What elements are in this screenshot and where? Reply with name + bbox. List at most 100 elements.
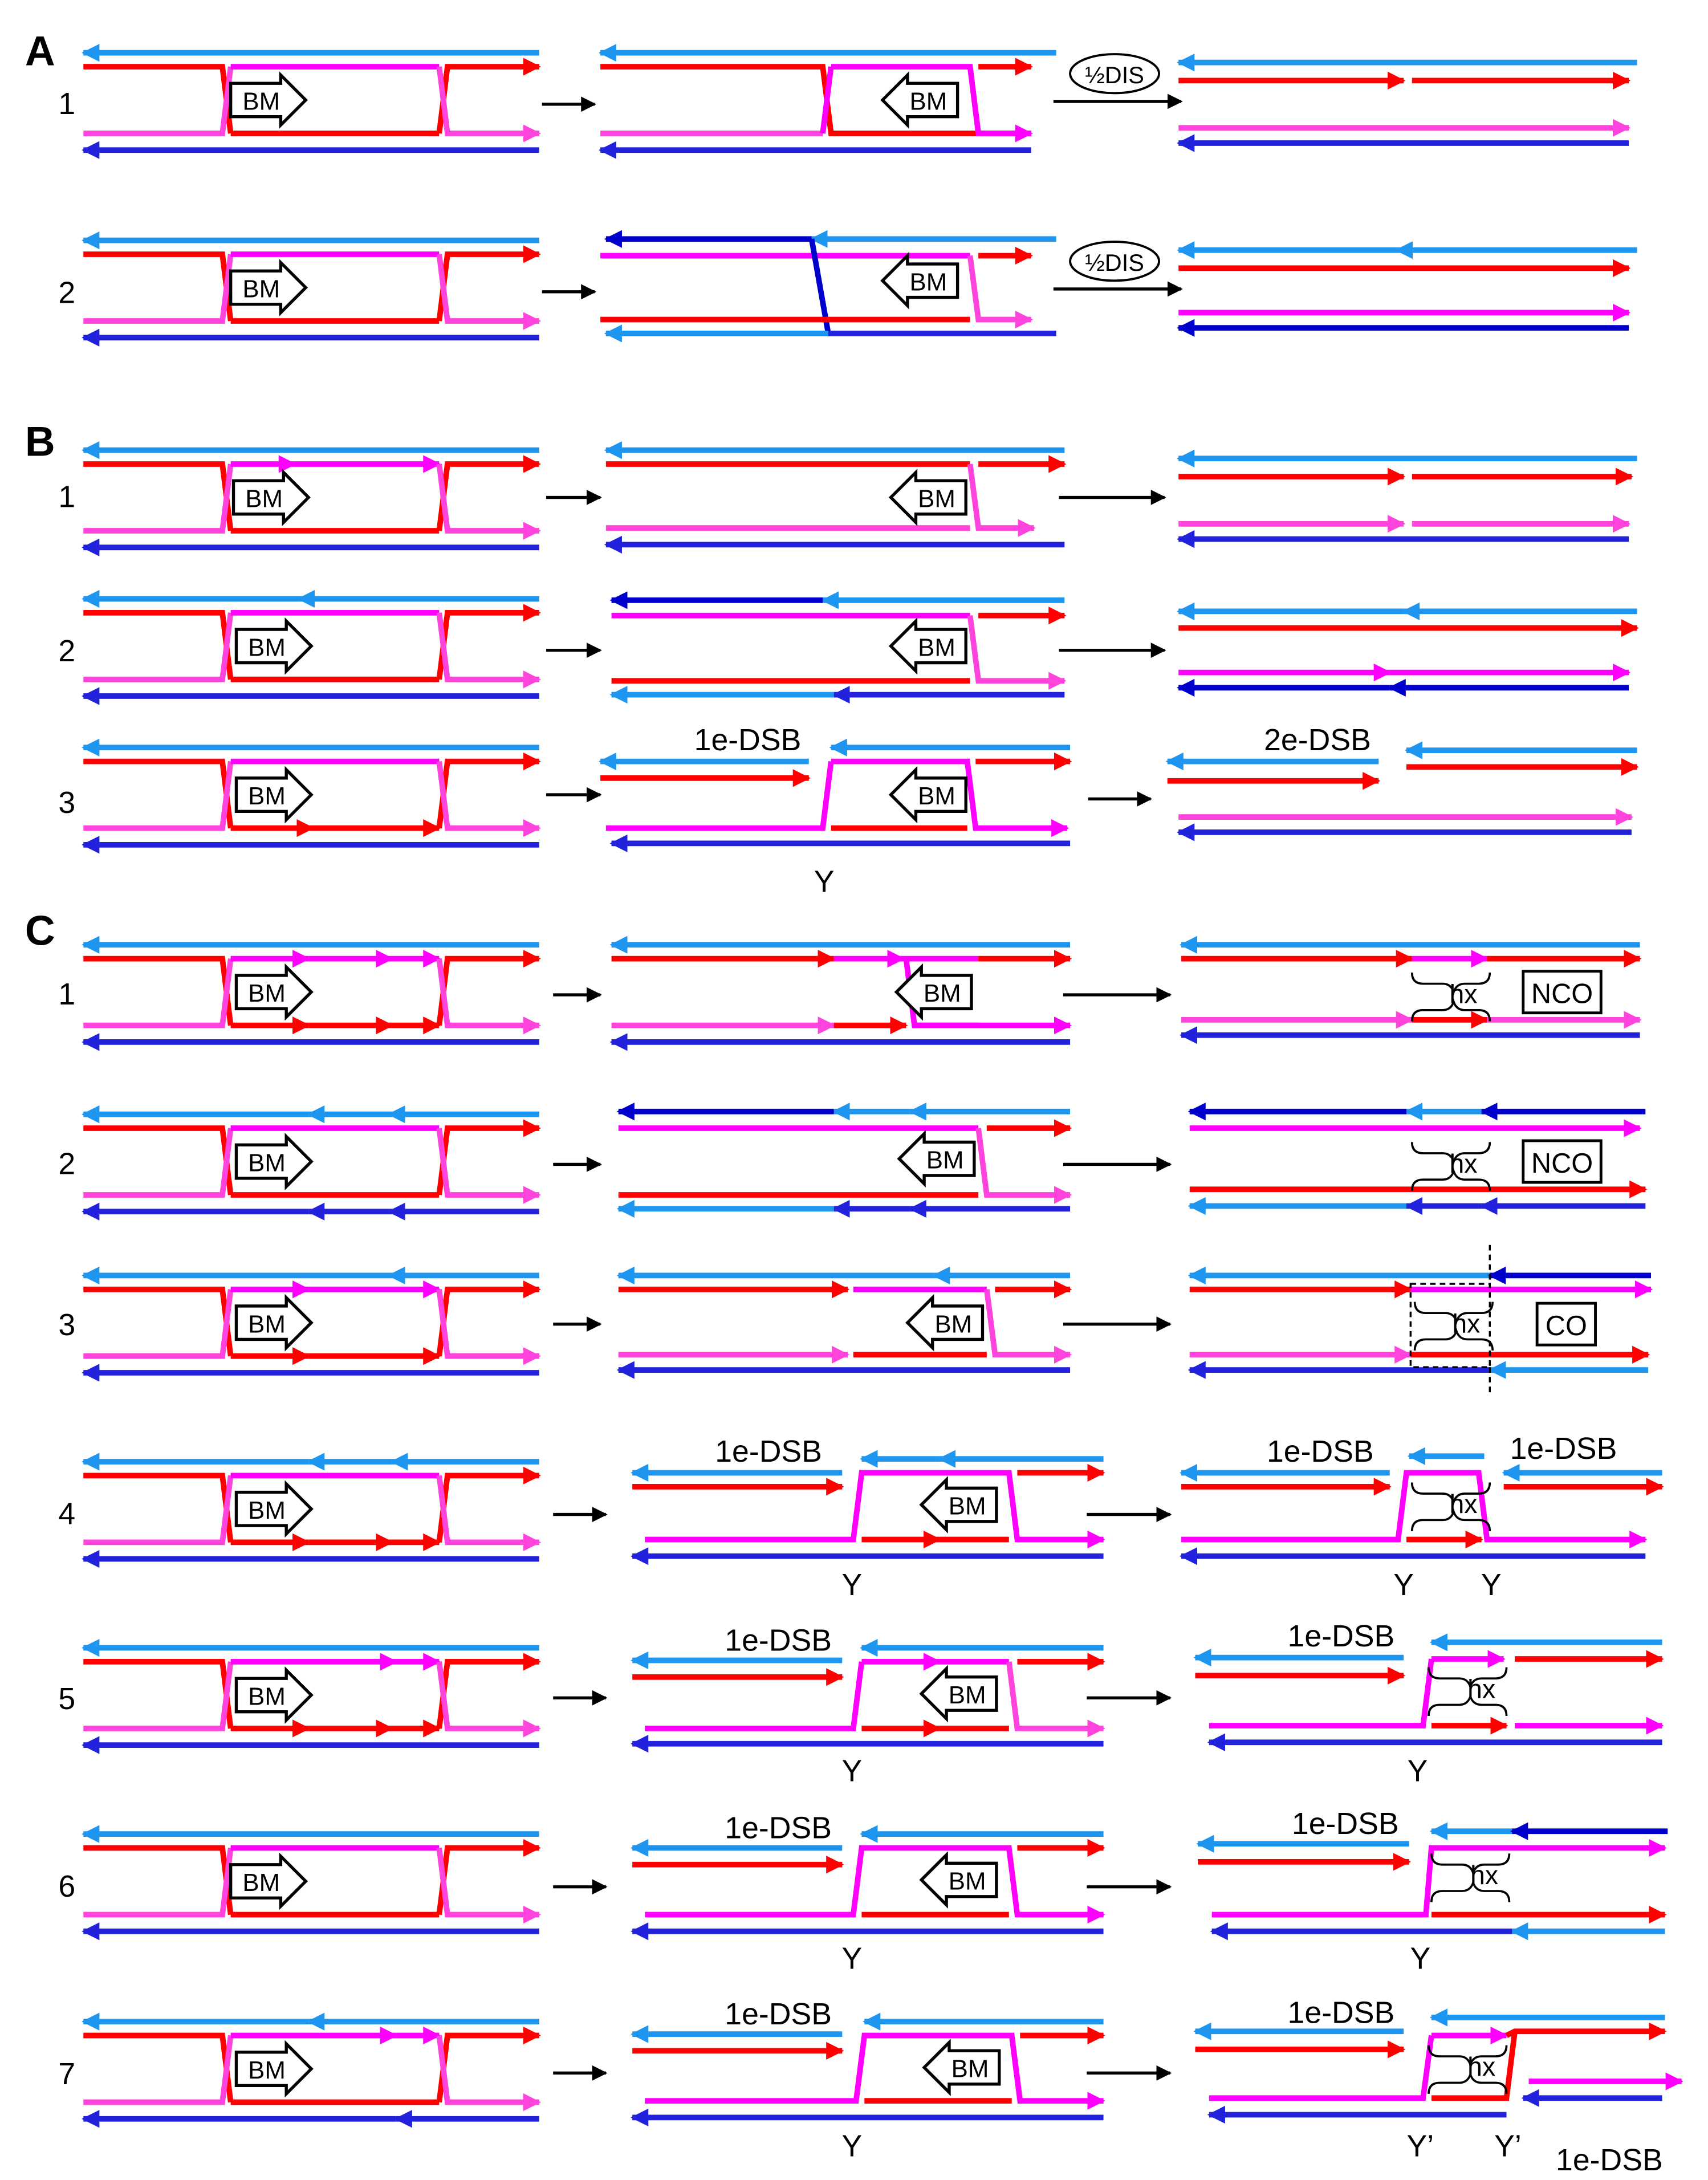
- strand-path: [967, 463, 1036, 537]
- y-label: Y: [1481, 1568, 1502, 1602]
- row-number-b1: 1: [58, 480, 75, 514]
- strand-path: [83, 1128, 234, 1198]
- hx-label: hx: [1449, 979, 1477, 1009]
- hollow-arrow-icon: BM: [231, 469, 311, 526]
- heteroduplex-marks: [1410, 972, 1511, 2094]
- hollow-arrow-icon: BM: [905, 1294, 985, 1352]
- strand-path: [83, 1847, 234, 1918]
- strand-path: [83, 1289, 234, 1359]
- strand-path: [436, 1475, 541, 1551]
- bm-label: BM: [918, 633, 955, 661]
- strand-path: [975, 1128, 1072, 1204]
- hx-label: hx: [1449, 1149, 1477, 1178]
- row-number-c5: 5: [58, 1682, 75, 1716]
- dsb-label: 1e-DSB: [694, 723, 802, 757]
- hx-labels: hx hx hx hx hx hx hx: [1449, 979, 1498, 2082]
- hollow-arrow-icon: BM: [234, 963, 314, 1021]
- y-label: Y: [1393, 1568, 1414, 1602]
- strand-path: [436, 1847, 541, 1924]
- dsb-labels: 1e-DSB 2e-DSB 1e-DSB 1e-DSB 1e-DSB 1e-DS…: [694, 723, 1663, 2177]
- strand-path: [83, 758, 234, 829]
- strand-path: [1211, 1839, 1667, 1918]
- dna-strands: [82, 44, 1683, 2128]
- row-number-a2: 2: [58, 275, 75, 310]
- strand-path: [436, 254, 541, 330]
- strand-path: [1209, 1658, 1434, 1728]
- strand-path: [831, 64, 1033, 143]
- half-dis-label: ½DIS: [1085, 249, 1144, 276]
- strand-path: [645, 2032, 1105, 2110]
- row-number-c2: 2: [58, 1146, 75, 1181]
- strand-path: [83, 760, 234, 831]
- strand-path: [83, 66, 234, 136]
- hollow-arrow-icon: BM: [922, 2039, 1001, 2096]
- strand-path: [436, 2035, 541, 2112]
- bm-label: BM: [918, 782, 955, 810]
- hollow-arrow-icon: BM: [234, 1480, 314, 1538]
- strand-path: [1431, 2031, 1518, 2101]
- strand-path: [436, 245, 541, 322]
- hx-label: hx: [1452, 1308, 1480, 1338]
- bm-label: BM: [951, 2055, 989, 2083]
- strand-path: [600, 64, 1031, 136]
- hollow-arrow-icon: BM: [919, 1851, 998, 1909]
- dsb-label: 1e-DSB: [1267, 1434, 1374, 1469]
- bm-label: BM: [949, 1492, 986, 1520]
- branch-migration-arrows: BM BM BM BM BM BM BM BM BM BM BM BM BM BM BM BM BM BM BM BM…: [229, 71, 1001, 2098]
- bm-label: BM: [248, 2056, 286, 2084]
- bm-label: BM: [248, 633, 286, 661]
- bm-label: BM: [248, 1149, 286, 1177]
- row-number-c3: 3: [58, 1308, 75, 1342]
- dsb-label: 1e-DSB: [1288, 1619, 1395, 1653]
- row-number-c6: 6: [58, 1869, 75, 1904]
- strand-path: [605, 760, 834, 831]
- y-label: Y: [841, 1754, 862, 1788]
- nco-label: NCO: [1531, 1148, 1593, 1179]
- strand-path: [436, 1839, 541, 1915]
- bm-label: BM: [242, 88, 280, 116]
- strand-path: [436, 958, 541, 1035]
- strand-path: [831, 758, 1069, 837]
- half-dissolution-badge: ½DIS: [1069, 241, 1161, 282]
- hx-label: hx: [1470, 1860, 1498, 1890]
- strand-path: [436, 604, 541, 680]
- strand-path: [83, 1125, 234, 1195]
- strand-path: [83, 1659, 234, 1729]
- hollow-arrow-icon: BM: [229, 259, 308, 316]
- hollow-arrow-icon: BM: [234, 766, 314, 824]
- strand-path: [83, 1473, 234, 1543]
- dsb-label: 1e-DSB: [1292, 1807, 1399, 1841]
- dsb-label: 1e-DSB: [1556, 2143, 1663, 2177]
- y-label: Y: [814, 865, 835, 899]
- strand-path: [645, 1661, 865, 1731]
- hollow-arrow-icon: BM: [234, 1294, 314, 1352]
- row-number-c1: 1: [58, 977, 75, 1011]
- strand-path: [83, 461, 234, 531]
- strand-path: [436, 760, 541, 837]
- hollow-arrow-icon: BM: [234, 1666, 314, 1724]
- hollow-arrow-icon: BM: [229, 71, 308, 129]
- bm-label: BM: [934, 1310, 972, 1338]
- hollow-arrow-icon: BM: [897, 1130, 976, 1187]
- dsb-label: 1e-DSB: [1288, 1996, 1395, 2030]
- strand-path: [83, 1286, 234, 1357]
- half-dis-label: ½DIS: [1085, 62, 1144, 88]
- strand-path: [83, 612, 234, 682]
- dsb-label: 1e-DSB: [725, 1997, 832, 2031]
- bm-label: BM: [926, 1146, 964, 1174]
- y-prime-label: Y’: [1407, 2129, 1434, 2163]
- strand-path: [83, 1475, 234, 1545]
- strand-path: [83, 1661, 234, 1731]
- strand-path: [436, 1661, 541, 1738]
- bm-label: BM: [242, 275, 280, 303]
- strand-path: [83, 251, 234, 322]
- strand-path: [436, 752, 541, 829]
- hollow-arrow-icon: BM: [229, 1852, 308, 1910]
- co-label: CO: [1546, 1311, 1587, 1341]
- hx-label: hx: [1467, 1674, 1495, 1703]
- strand-path: [83, 609, 234, 680]
- hollow-arrow-icon: BM: [880, 251, 959, 310]
- hollow-arrow-icon: BM: [888, 766, 967, 824]
- row-number-c4: 4: [58, 1497, 75, 1531]
- bm-label: BM: [949, 1868, 986, 1896]
